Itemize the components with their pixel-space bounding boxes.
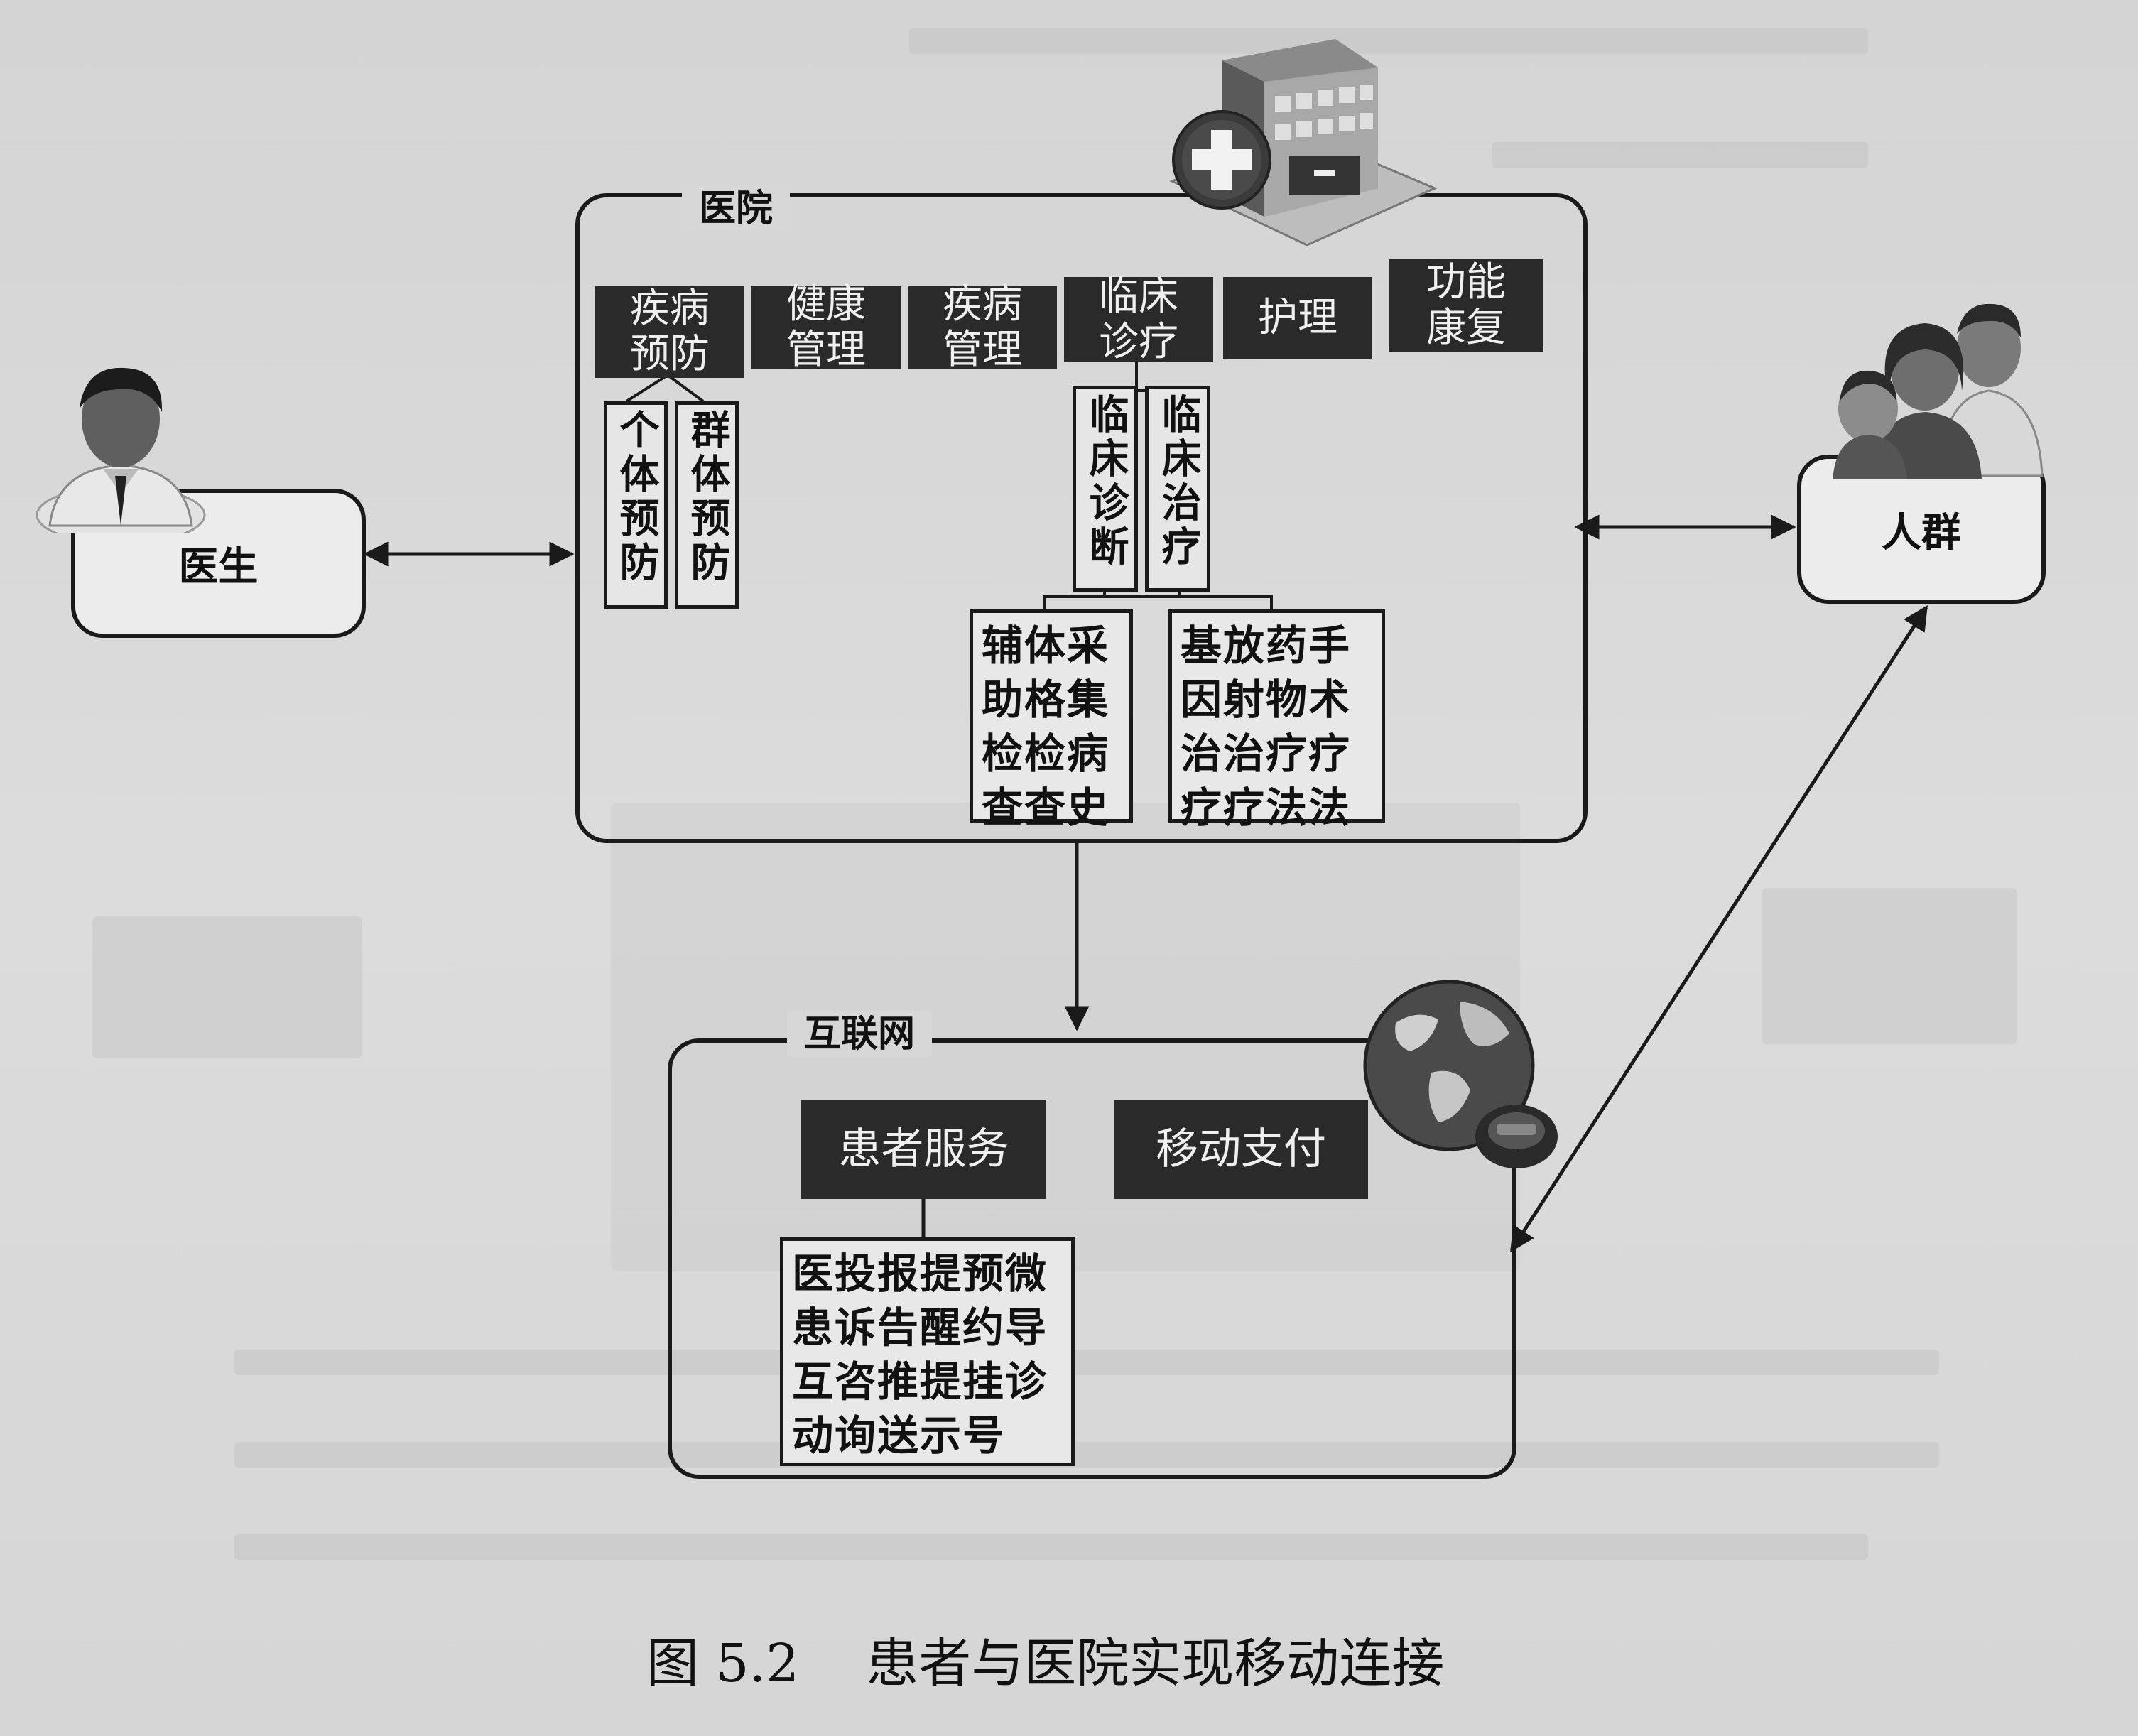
bleed-through-line bbox=[1492, 142, 1868, 168]
clinical-diagnosis-label: 临床诊断 bbox=[1082, 394, 1129, 570]
diagnosis-methods-box: 辅体采 助格集 检检病 查查史 bbox=[970, 609, 1133, 832]
figure-caption: 图 5.2 患者与医院实现移动连接 bbox=[646, 1633, 1445, 1694]
clinical-diagnosis-box: 临床诊断 bbox=[1073, 386, 1138, 592]
hospital-building-icon bbox=[1169, 39, 1438, 246]
treatment-methods-box: 基放药手 因射物术 治治疗疗 疗疗法法 bbox=[1168, 609, 1385, 832]
category-health-management: 健康 管理 bbox=[751, 282, 901, 373]
bleed-through-line bbox=[234, 1534, 1868, 1560]
bleed-through-line bbox=[234, 1350, 1939, 1375]
bleed-through-line bbox=[234, 1442, 1939, 1468]
people-group-icon bbox=[1833, 303, 2044, 479]
individual-prevention-box: 个体预防 bbox=[604, 401, 668, 609]
patient-service-items-box: 医投报提预微 患诉告醒约导 互咨推提挂诊 动询送示号 bbox=[780, 1237, 1075, 1466]
bleed-through-shape bbox=[92, 916, 362, 1058]
clinical-treatment-label: 临床治疗 bbox=[1155, 394, 1201, 570]
bleed-through-line bbox=[909, 28, 1868, 54]
hospital-frame bbox=[575, 193, 1588, 843]
individual-prevention-label: 个体预防 bbox=[613, 409, 659, 585]
category-clinical-care: 临床 诊疗 bbox=[1064, 274, 1213, 365]
doctor-icon bbox=[36, 367, 206, 533]
category-disease-management: 疾病 管理 bbox=[908, 282, 1057, 373]
internet-title: 互联网 bbox=[787, 1011, 933, 1057]
group-prevention-label: 群体预防 bbox=[684, 409, 730, 585]
internet-population-arrow bbox=[1509, 605, 1928, 1252]
group-prevention-box: 群体预防 bbox=[675, 401, 739, 609]
hospital-title: 医院 bbox=[682, 186, 791, 232]
globe-icon bbox=[1363, 980, 1558, 1168]
internet-frame bbox=[668, 1038, 1516, 1479]
mobile-payment-button: 移动支付 bbox=[1114, 1100, 1368, 1199]
category-disease-prevention: 疾病 预防 bbox=[595, 286, 744, 378]
category-nursing: 护理 bbox=[1223, 277, 1372, 359]
clinical-treatment-box: 临床治疗 bbox=[1145, 386, 1210, 592]
prevention-bracket bbox=[625, 374, 705, 403]
patient-service-button: 患者服务 bbox=[801, 1100, 1046, 1199]
category-rehabilitation: 功能 康复 bbox=[1389, 259, 1543, 352]
